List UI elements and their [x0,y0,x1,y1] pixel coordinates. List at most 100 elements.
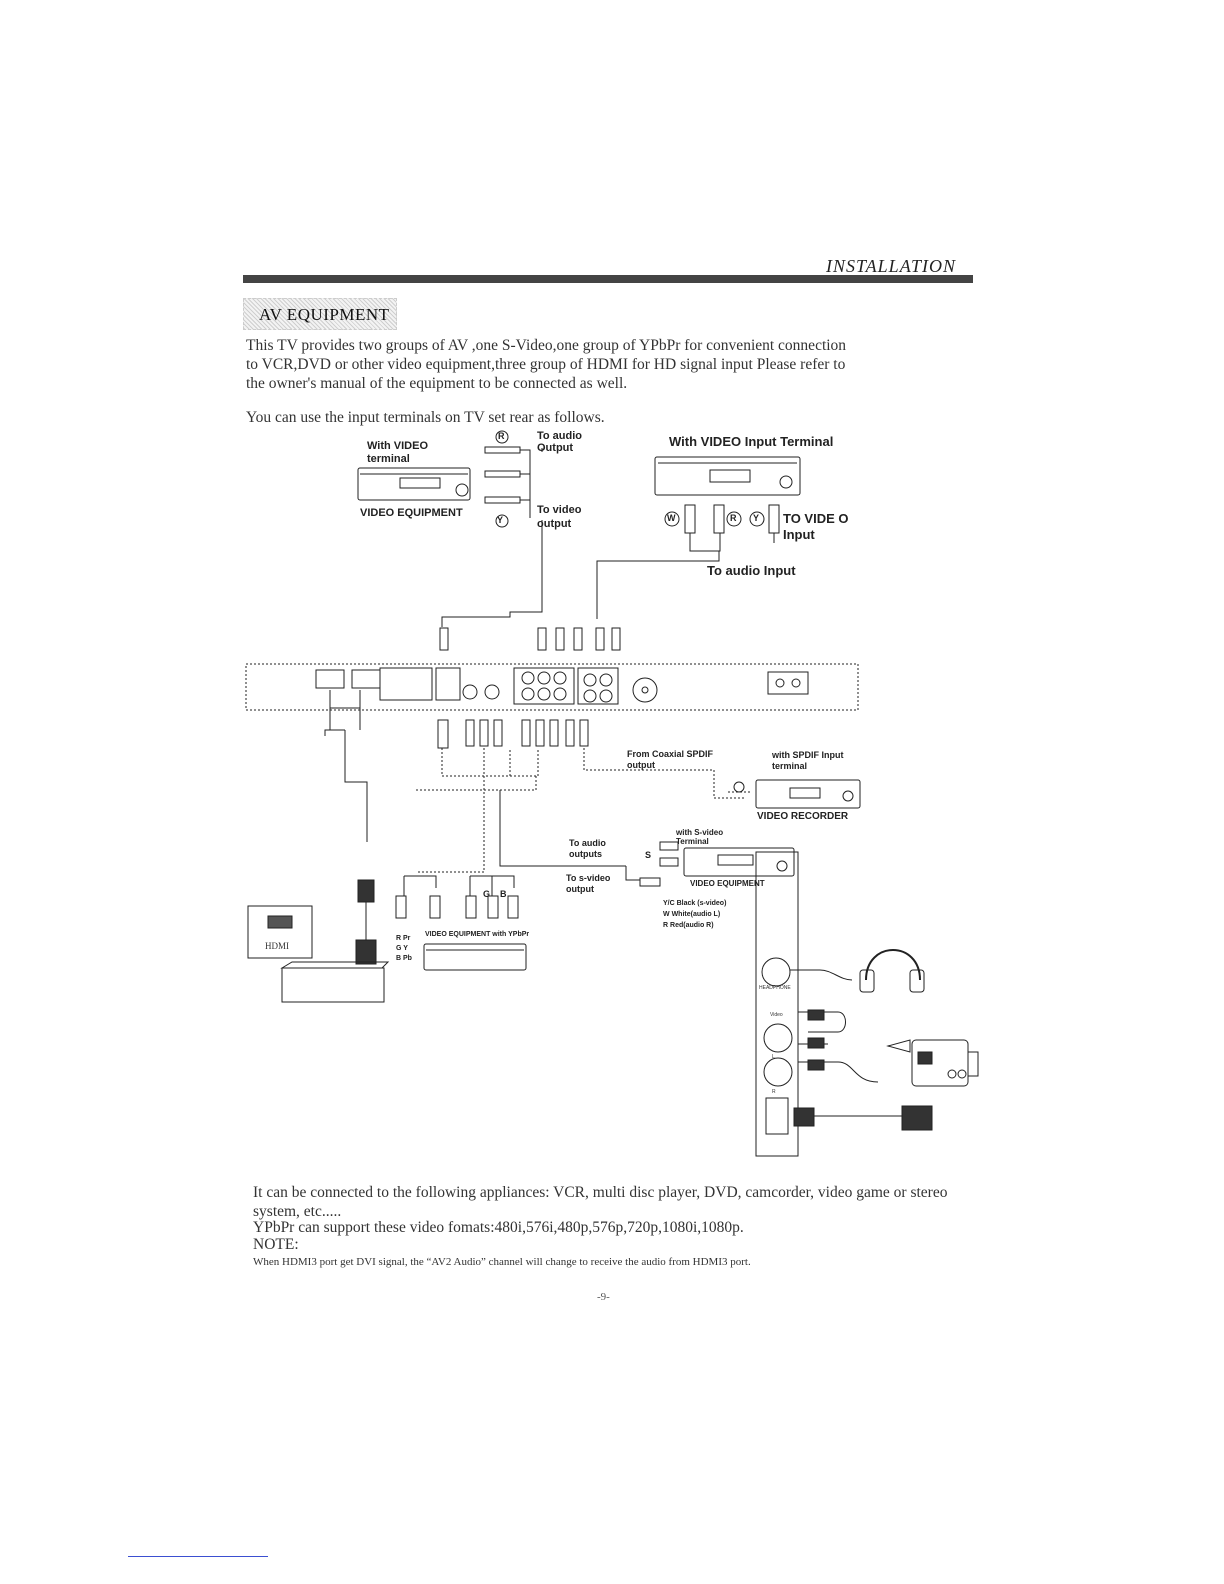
label-side-l: L [772,1054,775,1060]
appliances-line-2: system, etc..... [253,1203,342,1220]
label-line: To audio [569,838,606,848]
label-hdmi: HDMI [265,941,289,951]
hdmi-device-box [247,905,313,959]
tv-rear-panel [245,663,859,711]
label-line: Input [783,527,815,542]
page-number: -9- [597,1291,610,1303]
label-line: output [627,760,655,770]
mark-g: G [483,889,491,899]
label-line: terminal [772,761,808,771]
plug-r-right [726,511,742,527]
ypbpr-legend: R Pr G Y B Pb [396,934,412,964]
tv-side-panel [755,851,799,1157]
legend-item-red: R Red(audio R) [663,920,726,931]
use-instruction: You can use the input terminals on TV se… [246,409,605,426]
label-line: output [537,518,572,530]
vcr-left-icon [357,467,471,501]
legend-label: Pb [403,955,412,962]
label-ypbpr-equipment: VIDEO EQUIPMENT with YPbPr [425,931,530,938]
legend-label: Black (s-video) [676,900,727,907]
video-recorder-icon [755,779,861,809]
intro-line-1: This TV provides two groups of AV ,one S… [246,337,847,354]
legend-label: White(audio L) [671,911,721,918]
legend-label: Pr [403,935,411,942]
label-line: To video [537,504,582,516]
ypbpr-legend-item: R Pr [396,934,412,944]
label-side-r: R [772,1089,776,1095]
mark-r-right: R [730,513,737,523]
legend-mark: W [663,911,670,918]
legend-mark: R [663,922,669,929]
label-line: To audio [537,430,583,442]
ypbpr-formats: YPbPr can support these video fomats:480… [253,1219,744,1236]
camcorder-icon [886,1039,979,1087]
label-line: From Coaxial SPDIF [627,749,714,759]
mark-y-right: Y [753,513,760,523]
hdmi-player-icon [280,961,390,1003]
label-line: with SPDIF Input [772,750,844,760]
label-line: terminal [367,453,410,465]
label-line: With VIDEO [367,440,429,452]
ypbpr-legend-item: G Y [396,944,412,954]
label-video-recorder: VIDEO RECORDER [757,811,849,822]
headphone-icon [859,949,925,993]
label-line: Terminal [676,837,709,846]
bottom-link-underline [128,1556,268,1557]
vcr-right-icon [654,456,801,496]
label-line: Output [537,442,574,454]
legend-label: Y [403,945,408,952]
label-side-video: Video [770,1012,783,1018]
label-line: output [566,884,594,894]
mark-r: R [498,431,505,441]
plug-r-top [495,430,509,444]
section-title: INSTALLATION [826,256,957,276]
label-line: outputs [569,849,602,859]
appliances-line: It can be connected to the following app… [253,1184,948,1201]
mark-s: S [645,850,652,860]
note-text: When HDMI3 port get DVI signal, the “AV2… [253,1256,751,1268]
plug-y-right [749,511,765,527]
heading-background [243,298,397,330]
label-with-video-input: With VIDEO Input Terminal [669,434,834,449]
plug-row-top [439,627,621,651]
label-video-equipment: VIDEO EQUIPMENT [360,507,463,519]
label-line: with S-video [676,828,724,837]
ypbpr-legend-item: B Pb [396,954,412,964]
legend-item-white: W White(audio L) [663,909,726,920]
label-video-equipment-small: VIDEO EQUIPMENT [690,879,765,888]
legend-mark: R [396,935,402,942]
intro-line-2: to VCR,DVD or other video equipment,thre… [246,356,846,373]
label-headphone: HEADPHONE [759,985,791,991]
av-equipment-heading: AV EQUIPMENT [259,305,390,324]
legend-mark: Y/C [663,900,675,907]
legend-mark: B [396,955,402,962]
label-to-video-output: To video output [537,503,581,531]
label-line: To s-video [566,873,611,883]
plug-row-bottom [437,719,589,749]
plug-y-top [495,514,509,528]
intro-line-3: the owner's manual of the equipment to b… [246,375,628,392]
ypbpr-equipment-icon [423,943,527,971]
mark-w: W [667,513,676,523]
legend-item-black: Y/C Black (s-video) [663,898,726,909]
svideo-equipment-icon [683,847,795,877]
mark-b: B [500,889,507,899]
header-rule [243,275,973,283]
plug-w-right [664,511,680,527]
label-line: TO VIDE O [783,511,849,526]
legend-mark: G [396,945,402,952]
note-label: NOTE: [253,1236,299,1253]
legend-label: Red(audio R) [670,922,714,929]
mark-y: Y [497,515,504,525]
label-to-audio-input: To audio Input [707,563,796,578]
legend: Y/C Black (s-video) W White(audio L) R R… [663,898,726,931]
